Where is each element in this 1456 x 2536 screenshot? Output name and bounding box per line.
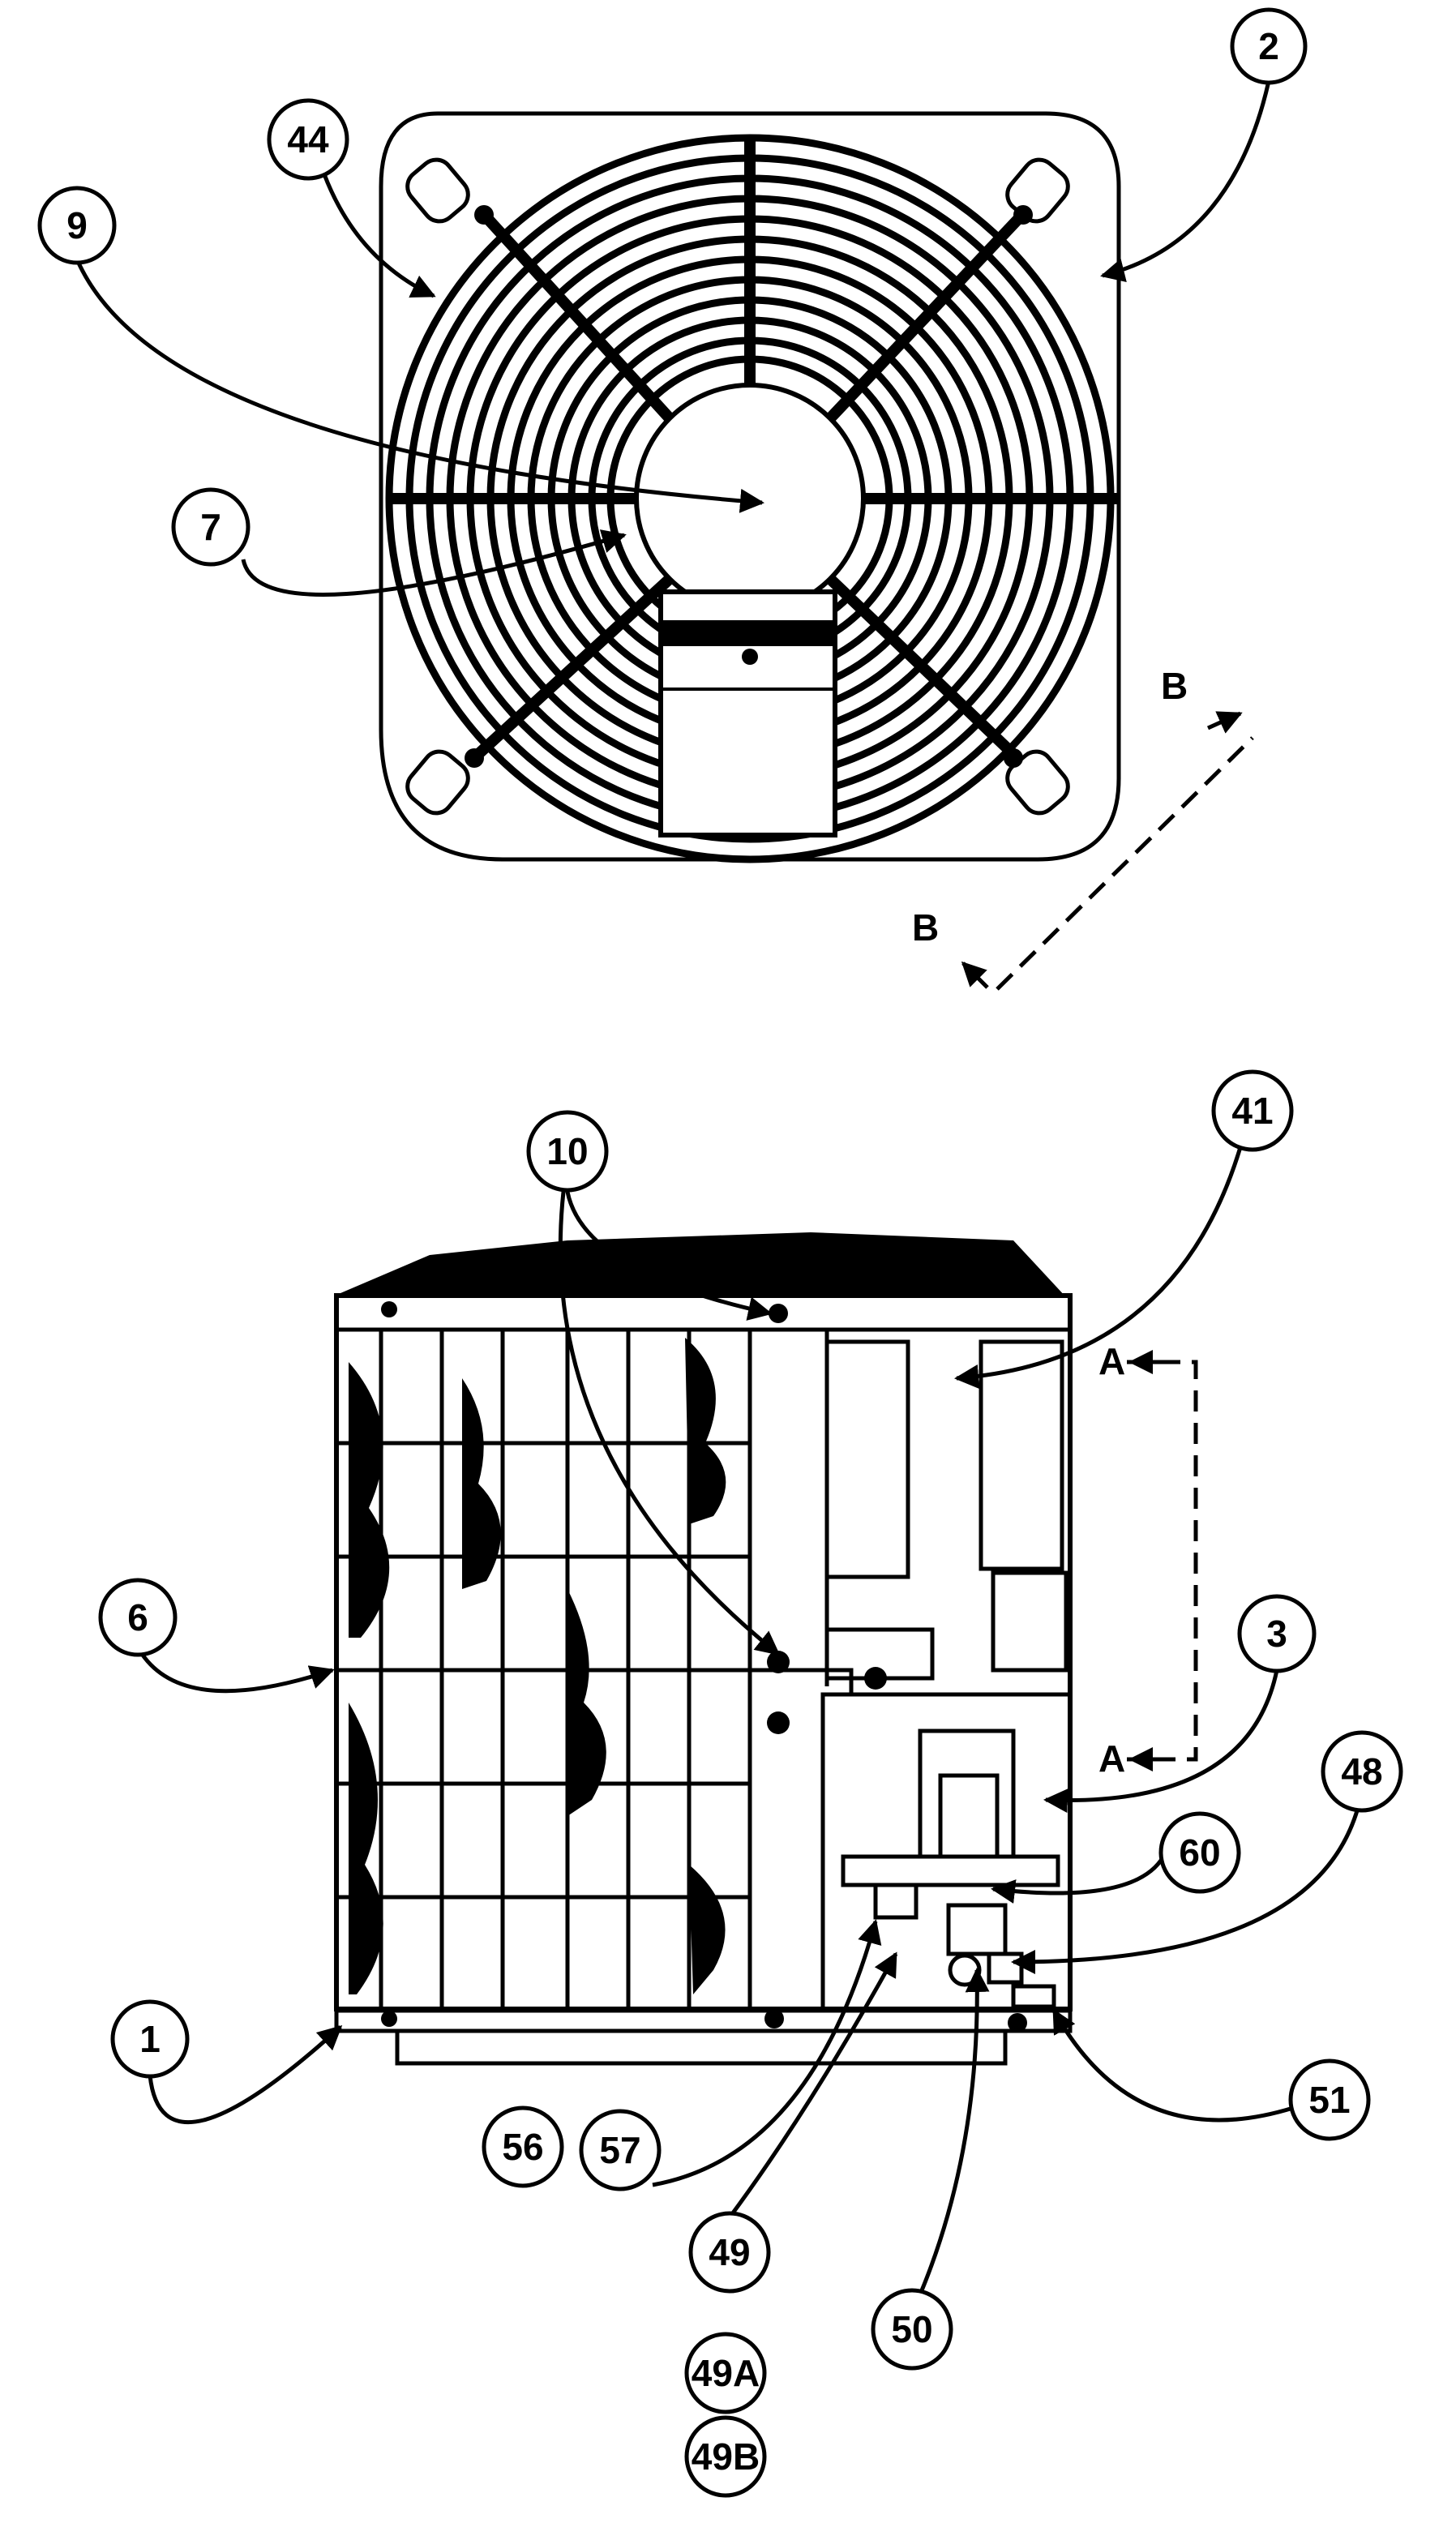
leader-44 <box>322 173 436 298</box>
section-mark-b-bottom: B <box>912 906 939 949</box>
leader-10a <box>565 1191 773 1321</box>
leader-49 <box>727 1951 898 2219</box>
callout-3: 3 <box>1237 1594 1317 1673</box>
leader-10b <box>558 1191 781 1656</box>
compressor-box <box>841 1729 1060 2009</box>
callout-50: 50 <box>871 2288 953 2371</box>
callout-44: 44 <box>267 98 349 181</box>
leader-9 <box>75 258 764 513</box>
callout-41: 41 <box>1211 1069 1294 1152</box>
callout-6: 6 <box>98 1578 178 1657</box>
svg-text:50: 50 <box>891 2308 932 2350</box>
top-view: B B <box>75 80 1271 991</box>
leader-41 <box>954 1146 1243 1389</box>
section-mark-b-top: B <box>1161 665 1188 707</box>
svg-text:57: 57 <box>599 2129 640 2171</box>
leader-50 <box>918 1968 990 2295</box>
leader-2 <box>1100 80 1271 282</box>
motor-box <box>658 589 837 837</box>
top-panel-outline <box>379 111 1121 862</box>
base-pan <box>334 2011 1073 2066</box>
leader-57 <box>652 1919 882 2187</box>
leader-7 <box>241 529 627 597</box>
callout-57: 57 <box>579 2109 662 2191</box>
callout-9: 9 <box>37 186 117 265</box>
leader-1 <box>148 2024 343 2125</box>
svg-text:51: 51 <box>1308 2079 1350 2121</box>
svg-text:7: 7 <box>200 506 221 548</box>
top-cap <box>340 1232 1066 1297</box>
section-mark-a-top: A <box>1098 1340 1125 1382</box>
svg-text:9: 9 <box>66 204 88 246</box>
svg-text:44: 44 <box>287 118 329 161</box>
leader-6 <box>139 1652 335 1694</box>
callout-48: 48 <box>1321 1730 1403 1813</box>
leader-3 <box>1043 1669 1279 1814</box>
callout-60: 60 <box>1158 1811 1241 1894</box>
fan-hub <box>634 383 866 615</box>
spoke-dots <box>465 205 1033 768</box>
leader-48 <box>1011 1807 1360 1974</box>
leader-60 <box>991 1855 1166 1904</box>
section-mark-a-bottom: A <box>1098 1737 1125 1780</box>
callout-2: 2 <box>1230 7 1308 85</box>
section-line-b <box>996 736 1254 991</box>
svg-text:1: 1 <box>139 2018 161 2060</box>
svg-text:6: 6 <box>127 1596 148 1639</box>
leader-51 <box>1051 2008 1294 2123</box>
svg-text:3: 3 <box>1266 1613 1287 1655</box>
callout-51: 51 <box>1288 2058 1371 2141</box>
svg-text:48: 48 <box>1341 1750 1382 1793</box>
corner-slots <box>405 157 1070 816</box>
fan-guard-spokes <box>389 138 1119 763</box>
callout-7: 7 <box>171 487 251 567</box>
svg-text:56: 56 <box>502 2126 543 2168</box>
svg-text:10: 10 <box>546 1130 588 1172</box>
coil-fins <box>349 1338 726 1994</box>
svg-text:41: 41 <box>1231 1090 1273 1132</box>
callout-49: 49 <box>688 2211 771 2294</box>
section-line-a <box>1127 1360 1198 1762</box>
side-view: A A <box>139 1146 1360 2295</box>
svg-text:49B: 49B <box>692 2435 760 2478</box>
callout-10: 10 <box>526 1110 609 1193</box>
callout-49a: 49A <box>684 2332 767 2414</box>
svg-text:2: 2 <box>1258 25 1279 67</box>
svg-text:49: 49 <box>709 2231 750 2273</box>
svg-text:49A: 49A <box>692 2352 760 2394</box>
svg-text:60: 60 <box>1179 1831 1220 1874</box>
callout-49b: 49B <box>684 2415 767 2498</box>
fittings <box>381 1301 1027 2033</box>
callout-1: 1 <box>110 1999 190 2079</box>
callout-56: 56 <box>482 2105 564 2188</box>
